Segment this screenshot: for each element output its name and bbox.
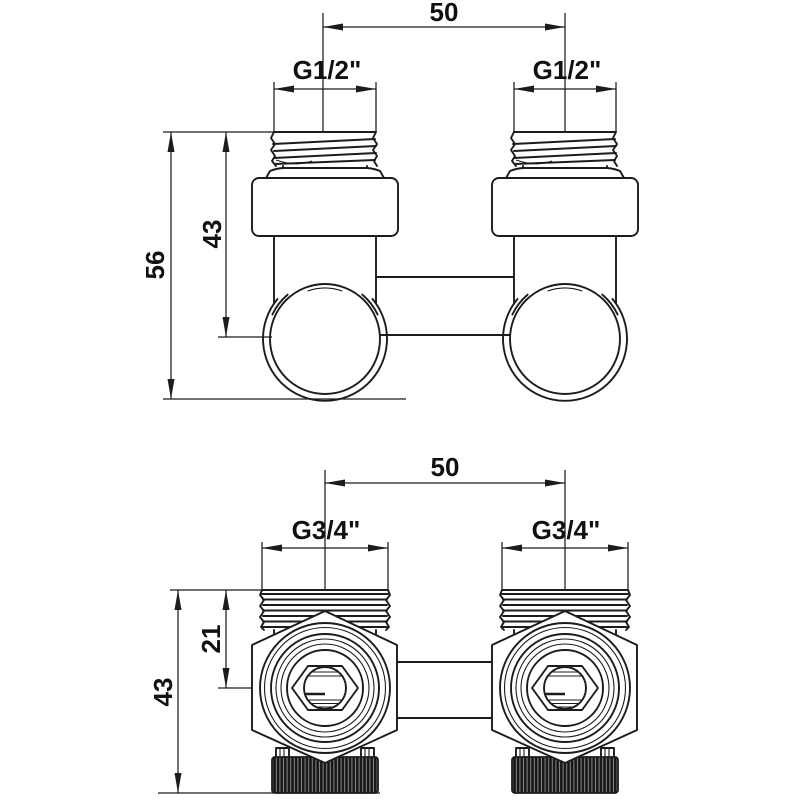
dim-label-height-to-axis-bottom: 21 [196,625,226,654]
valve-unit-left-top-view [251,131,399,402]
top-view: 50 G1/2" G1/2" 56 43 [140,0,639,402]
valve-unit-left-bottom-view [250,588,399,795]
valve-unit-right-bottom-view [490,588,639,795]
dim-label-height-to-axis-top: 43 [197,220,227,249]
top-view-body [251,131,639,402]
dim-label-thread-right-top: G1/2" [533,55,602,85]
bottom-view-arrowheads [174,479,628,793]
dim-label-spacing-top: 50 [430,0,459,27]
dim-label-thread-left-top: G1/2" [293,55,362,85]
dim-label-overall-height-bottom: 43 [148,678,178,707]
bottom-view-body [250,588,639,795]
dim-label-thread-left-bottom: G3/4" [292,515,361,545]
top-view-arrowheads [167,23,616,399]
bottom-view: 50 G3/4" G3/4" 43 21 [148,452,639,795]
crossbar-top-view [376,276,514,336]
dim-label-overall-height-top: 56 [140,251,170,280]
valve-unit-right-top-view [491,131,639,402]
crossbar-bottom-view [396,661,494,719]
dim-label-spacing-bottom: 50 [431,452,460,482]
dim-label-thread-right-bottom: G3/4" [532,515,601,545]
